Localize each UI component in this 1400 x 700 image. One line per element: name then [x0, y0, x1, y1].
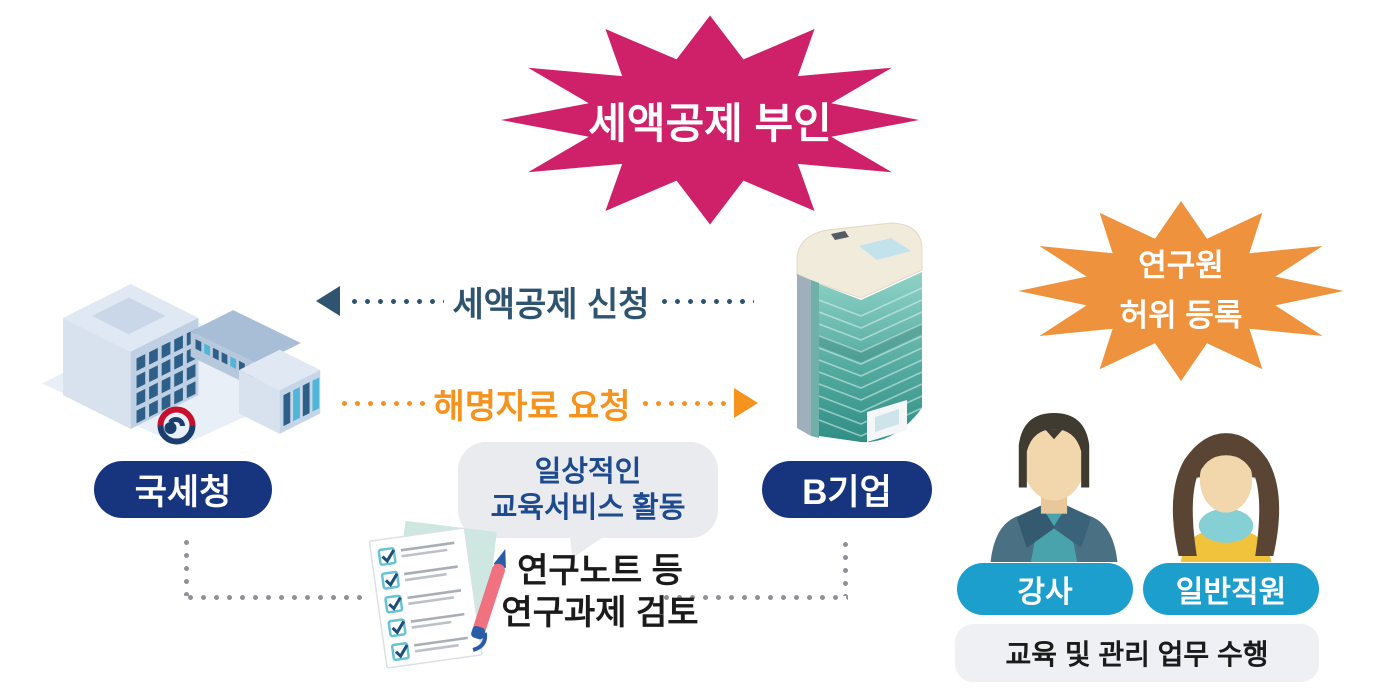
tax-credit-application-arrow: 세액공제 신청: [316, 278, 762, 324]
bubble-line1: 일상적인: [534, 456, 642, 488]
dotted-line: [657, 298, 755, 304]
instructor-avatar: [990, 413, 1118, 562]
dotted-line: [348, 298, 445, 304]
connector-left-horizontal: [184, 595, 362, 600]
duty-box: 교육 및 관리 업무 수행: [955, 624, 1319, 682]
dotted-line: [338, 400, 426, 406]
research-review-text: 연구노트 등 연구과제 검토: [468, 550, 732, 634]
arrow-right-icon: [734, 388, 759, 418]
duty-label: 교육 및 관리 업무 수행: [1005, 639, 1269, 670]
employee-label: 일반직원: [1175, 576, 1287, 609]
tax-credit-denial-label: 세액공제 부인: [588, 99, 832, 147]
tax-office-label: 국세청: [134, 473, 232, 512]
connector-left-vertical: [184, 536, 189, 596]
bubble-line2: 교육서비스 활동: [490, 492, 686, 524]
company-pill: B기업: [762, 461, 932, 518]
tax-credit-denial-burst: 세액공제 부인: [480, 5, 940, 235]
routine-activity-bubble: 일상적인 교육서비스 활동: [458, 442, 718, 538]
office-tower-illustration: [796, 222, 923, 443]
research-review-line2: 연구과제 검토: [501, 594, 699, 632]
checklist-pen-icon: [368, 520, 506, 669]
nts-building-illustration: [41, 284, 321, 446]
false-registration-label: 연구원 허위 등록: [1119, 248, 1243, 333]
false-registration-burst: 연구원 허위 등록: [1002, 192, 1360, 390]
connector-right-horizontal: [660, 595, 848, 600]
employee-avatar: [1172, 433, 1280, 562]
tax-office-pill: 국세청: [94, 461, 272, 518]
tax-credit-application-label: 세액공제 신청: [452, 285, 650, 324]
arrow-left-icon: [316, 286, 340, 316]
company-label: B기업: [802, 473, 892, 512]
explanation-request-label: 해명자료 요청: [433, 387, 631, 426]
connector-right-vertical: [843, 538, 848, 596]
instructor-pill: 강사: [957, 563, 1133, 615]
dotted-line: [638, 400, 727, 406]
starburst-pink-icon: [500, 15, 920, 225]
instructor-label: 강사: [1017, 576, 1073, 609]
explanation-request-arrow: 해명자료 요청: [330, 380, 759, 426]
research-review-line1: 연구노트 등: [517, 552, 683, 590]
starburst-orange-icon: [1018, 201, 1344, 381]
employee-pill: 일반직원: [1143, 563, 1319, 615]
korea-gov-emblem-icon: [157, 406, 196, 445]
